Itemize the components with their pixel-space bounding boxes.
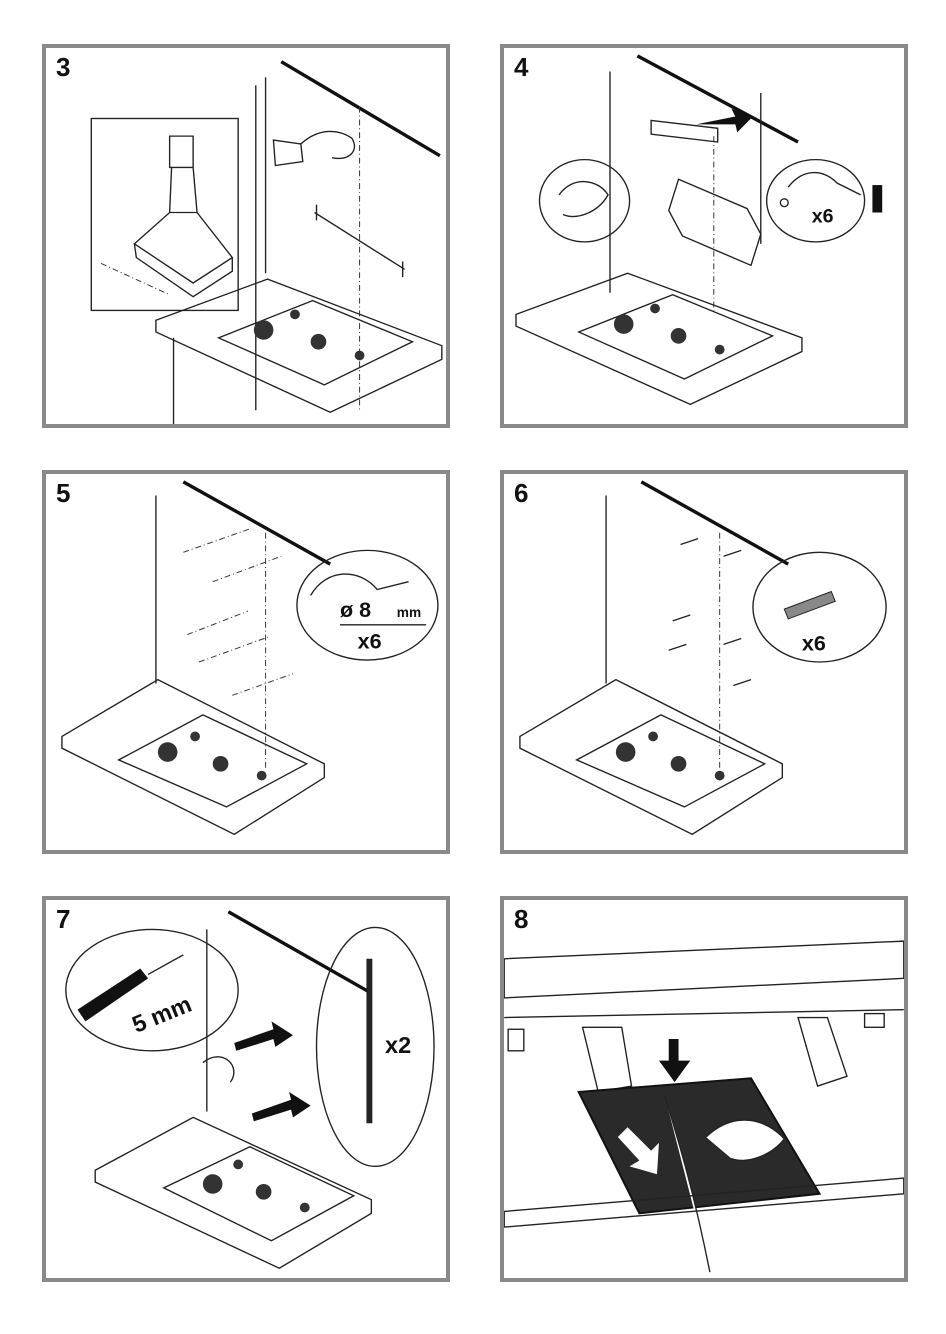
step-3-panel: 3: [42, 44, 450, 428]
step-3-illustration: [46, 48, 446, 424]
step-7-panel: 7 5 mm x2: [42, 896, 450, 1282]
step-4-illustration: x6: [504, 48, 904, 424]
step-4-panel: 4 x6: [500, 44, 908, 428]
step-8-panel: 8: [500, 896, 908, 1282]
callout-label: x6: [358, 629, 382, 653]
callout-label: x6: [812, 205, 834, 227]
step-number: 3: [56, 52, 70, 83]
step-number: 4: [514, 52, 528, 83]
step-number: 5: [56, 478, 70, 509]
callout-label: x6: [802, 631, 826, 655]
drill-unit-label: mm: [397, 605, 421, 620]
step-6-illustration: x6: [504, 474, 904, 850]
screw-depth-label: 5 mm: [128, 991, 195, 1038]
step-6-panel: 6 x6: [500, 470, 908, 854]
hand-callout: [540, 160, 630, 242]
step-number: 6: [514, 478, 528, 509]
step-5-illustration: ø 8 mm x6: [46, 474, 446, 850]
step-5-panel: 5 ø 8 mm x6: [42, 470, 450, 854]
callout-label: x2: [385, 1032, 411, 1058]
step-7-illustration: 5 mm x2: [46, 900, 446, 1278]
step-number: 7: [56, 904, 70, 935]
screw-callout: [317, 927, 435, 1166]
step-8-illustration: [504, 900, 904, 1278]
screw-depth-callout: [66, 929, 238, 1050]
step-number: 8: [514, 904, 528, 935]
drill-size-label: ø 8: [340, 598, 371, 622]
grease-filter: [579, 1078, 820, 1213]
